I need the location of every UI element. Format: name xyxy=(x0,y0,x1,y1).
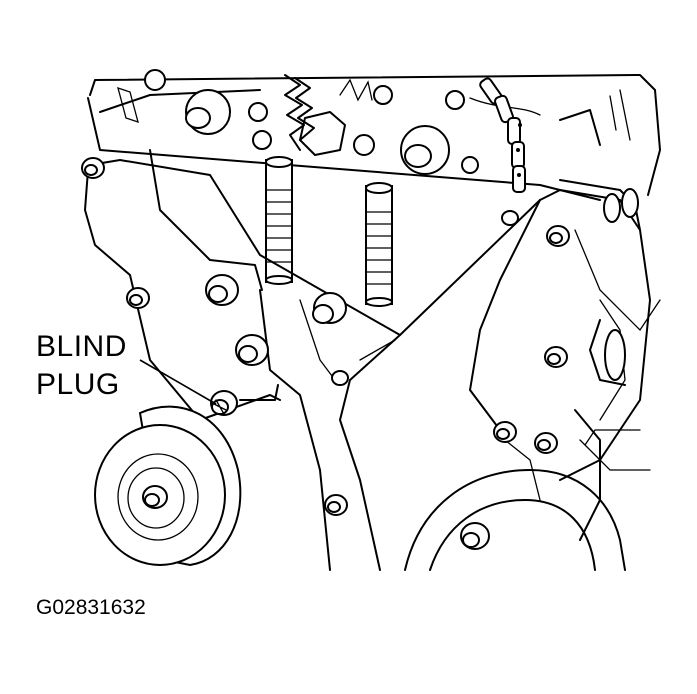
bolt xyxy=(312,292,347,324)
bolt xyxy=(544,346,568,368)
timing-chain-right xyxy=(479,77,526,193)
bolt xyxy=(235,334,269,366)
bolt xyxy=(331,370,349,386)
idler-pulley xyxy=(94,405,242,567)
bolt xyxy=(324,494,348,516)
bolt xyxy=(81,157,105,179)
cover-bolts xyxy=(81,157,570,516)
bolt xyxy=(493,421,517,443)
bolt xyxy=(501,210,519,226)
bolt xyxy=(126,287,150,309)
timing-chain-left xyxy=(117,74,315,151)
chain-guide-pin-right xyxy=(365,182,393,307)
callout-leader-line xyxy=(139,359,217,405)
figure-id: G02831632 xyxy=(36,596,146,619)
bolt xyxy=(534,432,558,454)
callout-label-blind: BLIND xyxy=(36,330,127,363)
cylinder-head xyxy=(87,69,661,201)
callout-label-plug: PLUG xyxy=(36,368,120,401)
bolt xyxy=(546,225,570,247)
crankshaft-pulley xyxy=(404,469,626,571)
bolt xyxy=(205,274,239,306)
